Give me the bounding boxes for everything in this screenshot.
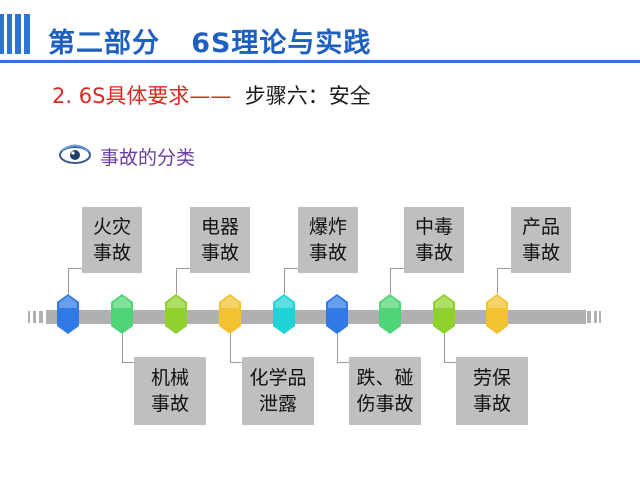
category-box-6: 跌、碰 伤事故: [349, 357, 421, 425]
category-label: 机械 事故: [150, 367, 189, 415]
subtitle-number: 2.: [52, 84, 79, 108]
category-label: 产品 事故: [521, 216, 560, 264]
eye-bullet-icon: [58, 142, 92, 168]
category-label: 火灾 事故: [92, 216, 131, 264]
timeline-node-9: [486, 294, 508, 334]
category-connector-1: [68, 268, 82, 294]
category-box-8: 劳保 事故: [456, 357, 528, 425]
timeline-node-1: [57, 294, 79, 334]
timeline-node-7: [379, 294, 401, 334]
timeline-node-5: [273, 294, 295, 334]
category-label: 爆炸 事故: [308, 216, 347, 264]
category-connector-6: [337, 334, 349, 363]
timeline-node-3: [165, 294, 187, 334]
header-stripes-decoration: [0, 14, 30, 54]
category-box-1: 火灾 事故: [82, 207, 142, 273]
subtitle-topic: 6S具体要求——: [78, 84, 232, 108]
category-connector-4: [230, 334, 242, 363]
header-divider: [0, 60, 640, 63]
subtitle-step: 步骤六：安全: [231, 84, 371, 108]
category-box-2: 机械 事故: [134, 357, 206, 425]
category-label: 电器 事故: [200, 216, 239, 264]
category-connector-5: [284, 268, 298, 294]
category-box-5: 爆炸 事故: [298, 207, 358, 273]
slide-subtitle: 2. 6S具体要求—— 步骤六：安全: [52, 80, 371, 110]
timeline-node-4: [219, 294, 241, 334]
timeline-node-6: [326, 294, 348, 334]
category-box-3: 电器 事故: [190, 207, 250, 273]
category-label: 跌、碰 伤事故: [356, 367, 414, 415]
timeline-node-2: [111, 294, 133, 334]
section-heading: 事故的分类: [100, 147, 196, 169]
timeline-node-8: [433, 294, 455, 334]
category-connector-7: [390, 268, 404, 294]
category-connector-9: [497, 268, 511, 294]
category-label: 中毒 事故: [414, 216, 453, 264]
category-label: 化学品 泄露: [249, 367, 307, 415]
category-box-7: 中毒 事故: [404, 207, 464, 273]
category-box-9: 产品 事故: [511, 207, 571, 273]
category-connector-3: [176, 268, 190, 294]
category-label: 劳保 事故: [472, 367, 511, 415]
page-title: 第二部分 6S理论与实践: [48, 28, 372, 59]
category-connector-8: [444, 334, 456, 363]
category-box-4: 化学品 泄露: [242, 357, 314, 425]
category-connector-2: [122, 334, 134, 363]
